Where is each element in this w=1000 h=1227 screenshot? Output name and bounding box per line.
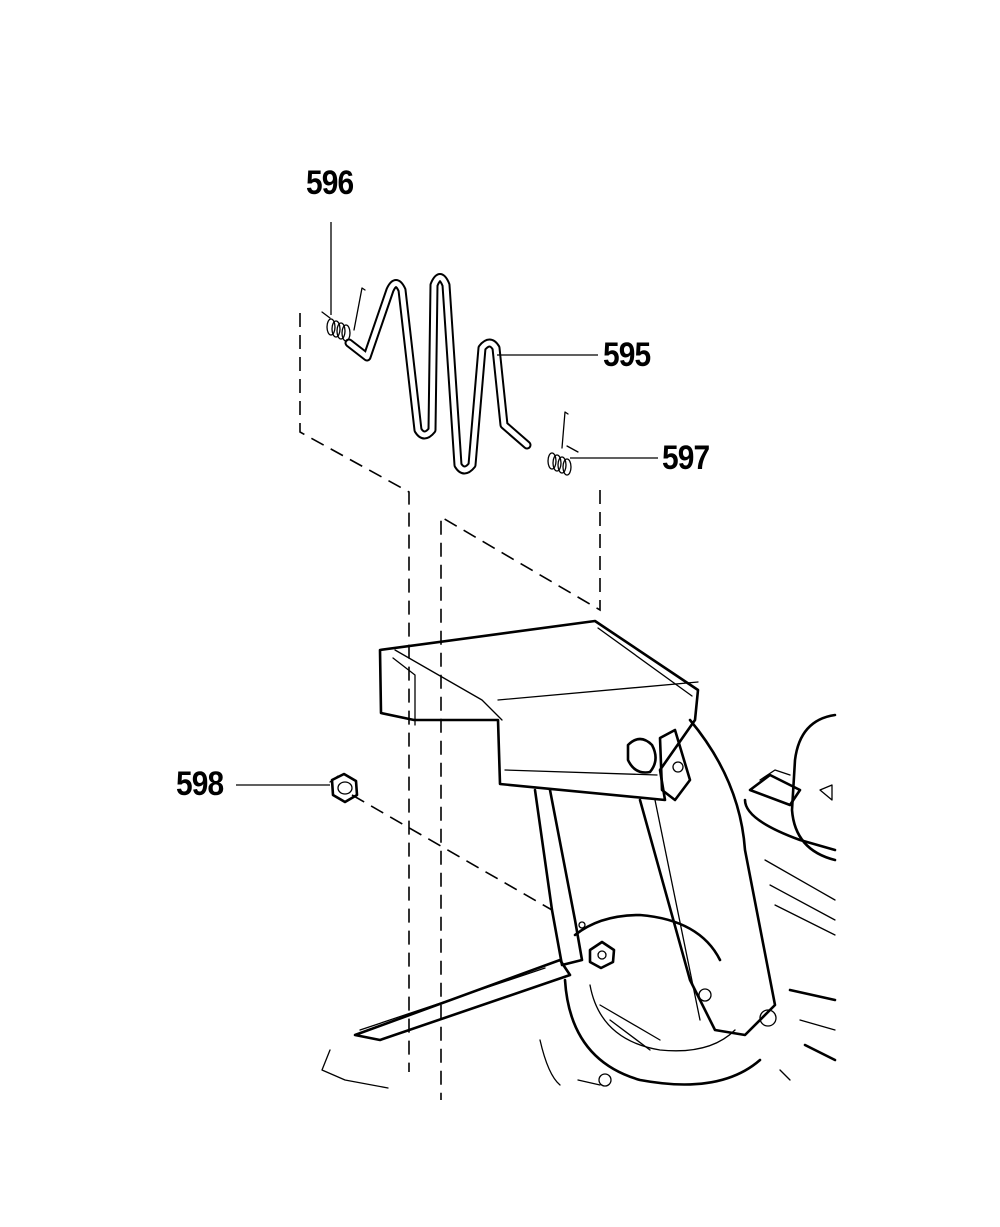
chute-base-ring bbox=[539, 913, 762, 1087]
callout-598: 598 bbox=[176, 765, 224, 803]
torsion-spring-596 bbox=[321, 287, 366, 342]
control-rod bbox=[321, 958, 572, 1089]
torsion-spring-597 bbox=[547, 411, 579, 476]
callout-596: 596 bbox=[306, 164, 354, 202]
hex-nut-598 bbox=[329, 772, 359, 804]
wire-spring-595 bbox=[344, 273, 532, 475]
callout-595: 595 bbox=[603, 336, 651, 374]
callout-597: 597 bbox=[662, 439, 710, 477]
callout-leaders bbox=[236, 222, 658, 786]
engine-housing bbox=[743, 713, 837, 1081]
assembly-guide-lines bbox=[299, 313, 601, 1100]
chute-deflector-assembly bbox=[378, 619, 777, 1037]
